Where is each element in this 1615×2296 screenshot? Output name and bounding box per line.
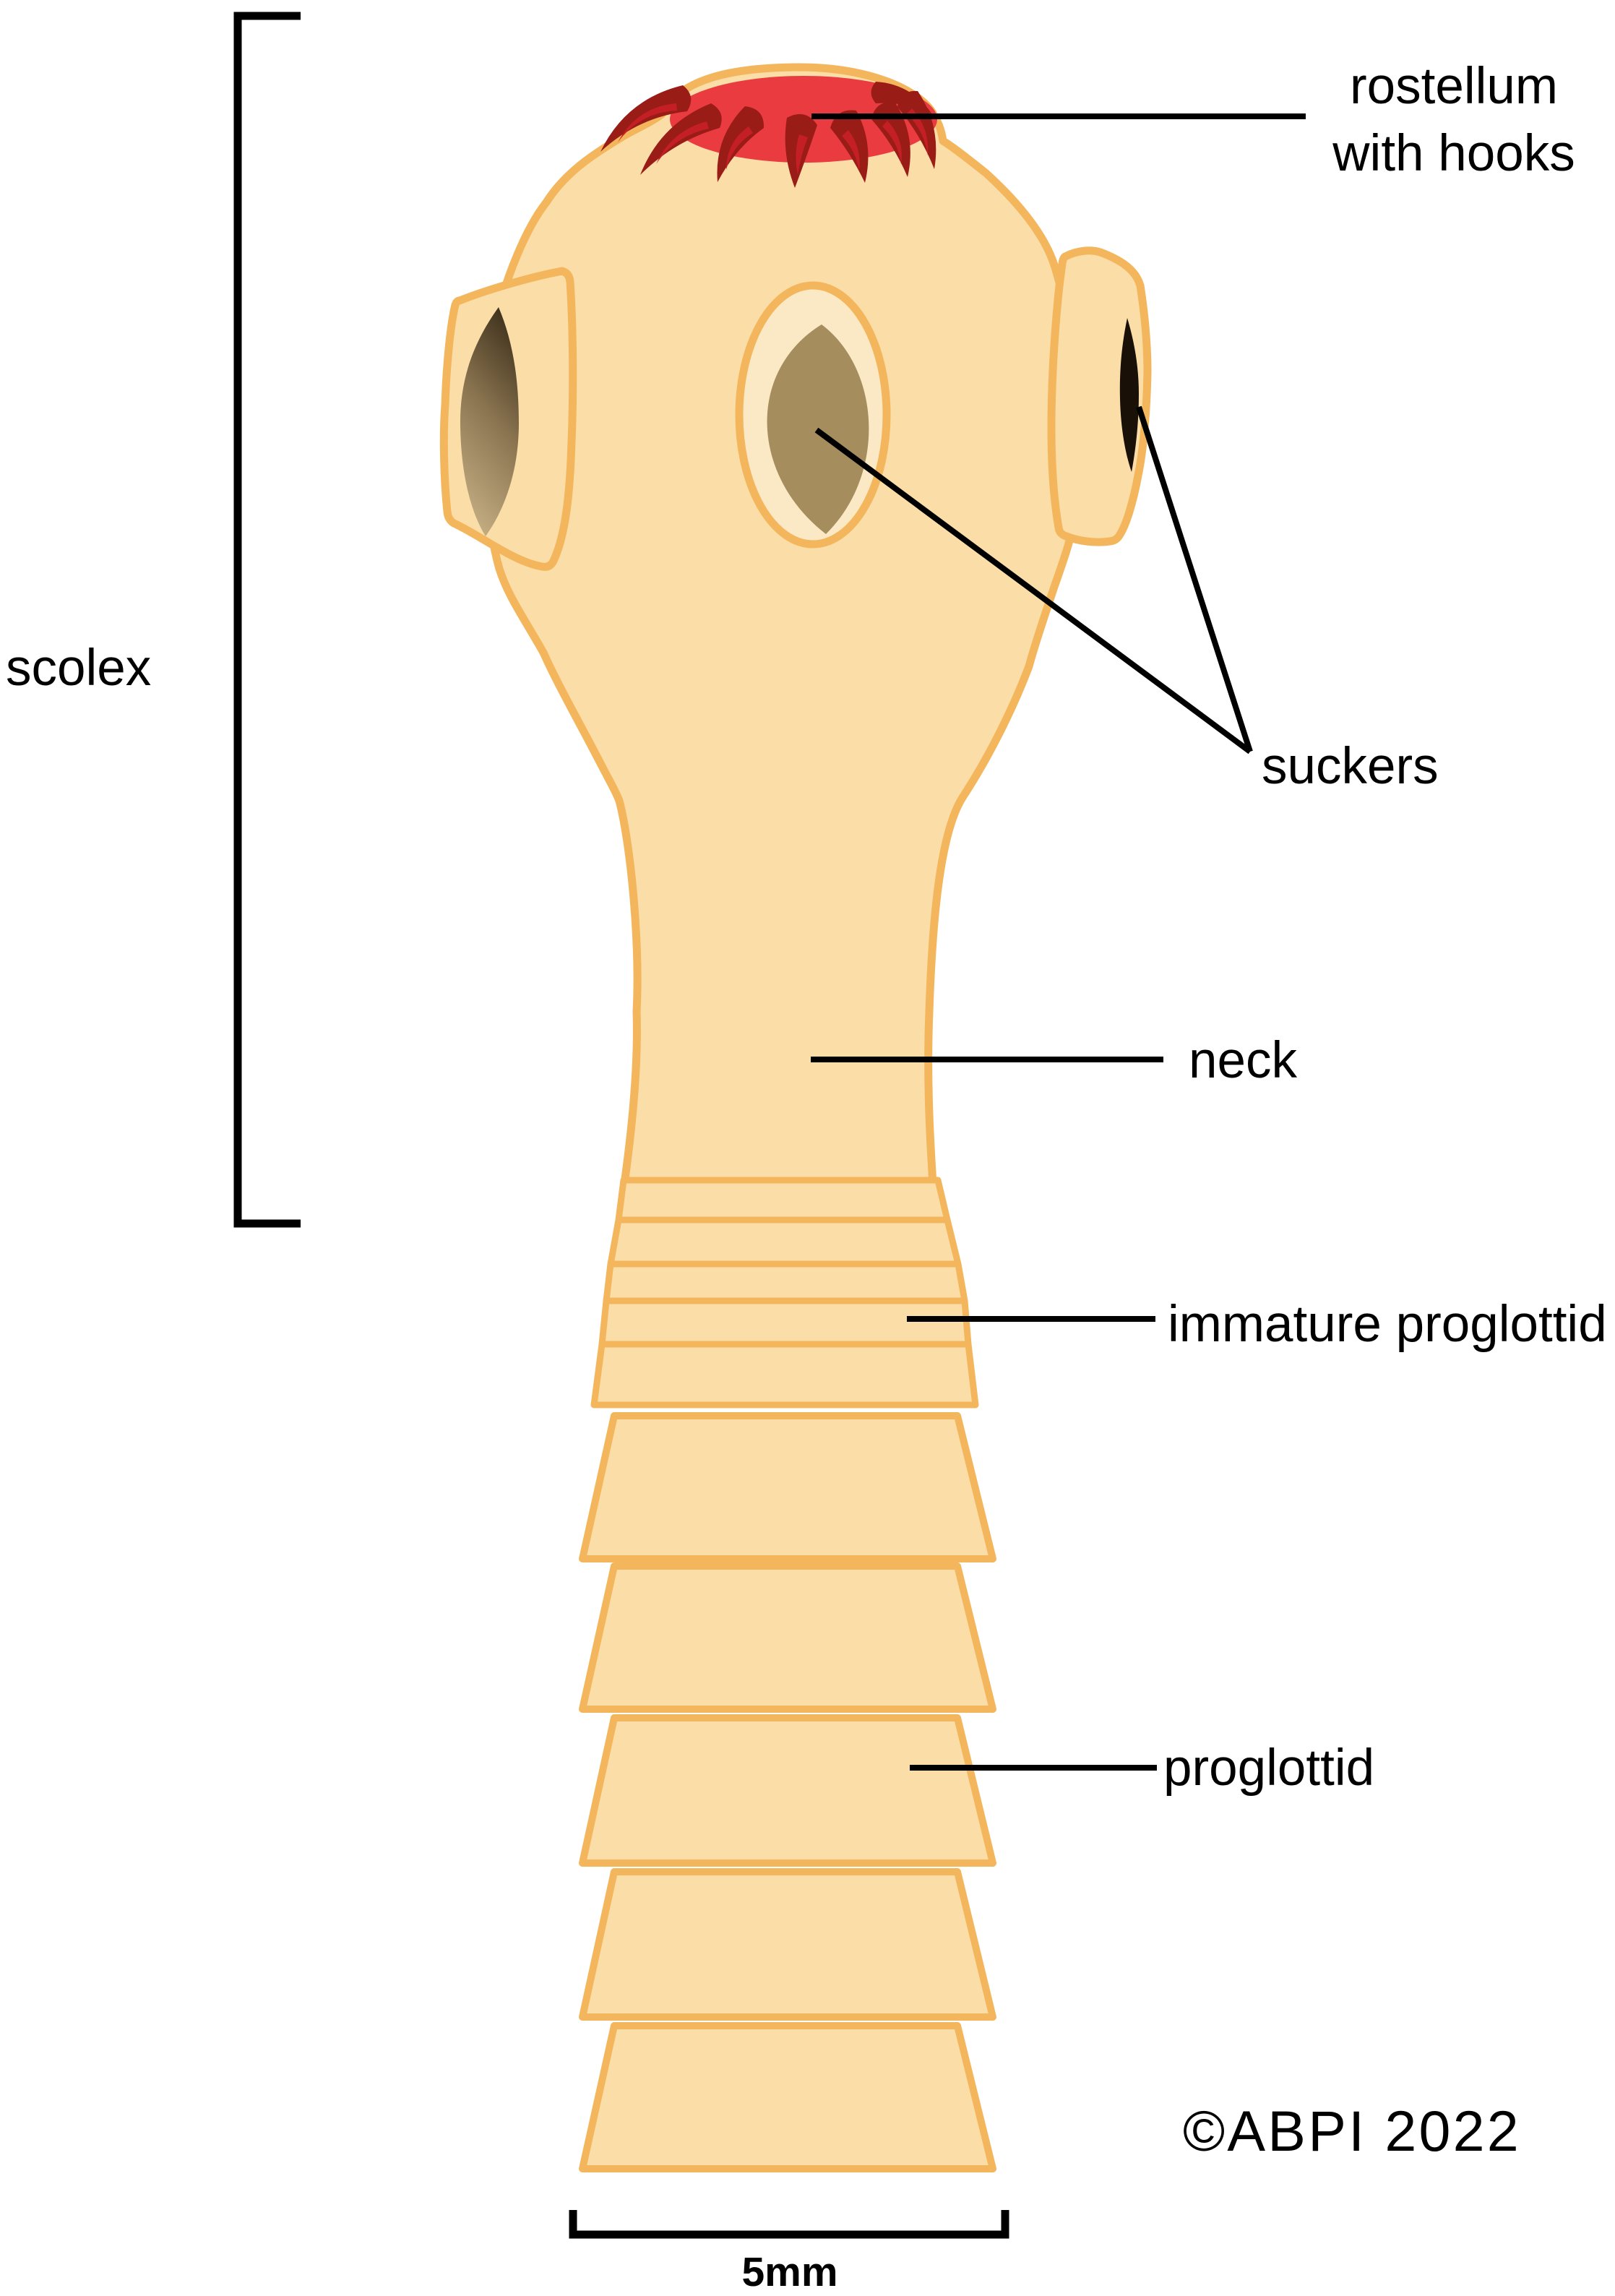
svg-text:with hooks: with hooks bbox=[1332, 125, 1575, 182]
svg-text:immature proglottid: immature proglottid bbox=[1168, 1296, 1607, 1353]
svg-text:scolex: scolex bbox=[6, 640, 151, 697]
svg-text:neck: neck bbox=[1189, 1032, 1297, 1089]
svg-text:©ABPI 2022: ©ABPI 2022 bbox=[1183, 2099, 1521, 2163]
svg-text:suckers: suckers bbox=[1262, 738, 1439, 795]
svg-text:5mm: 5mm bbox=[741, 2249, 837, 2295]
svg-text:rostellum: rostellum bbox=[1350, 58, 1558, 115]
svg-text:proglottid: proglottid bbox=[1163, 1740, 1374, 1797]
